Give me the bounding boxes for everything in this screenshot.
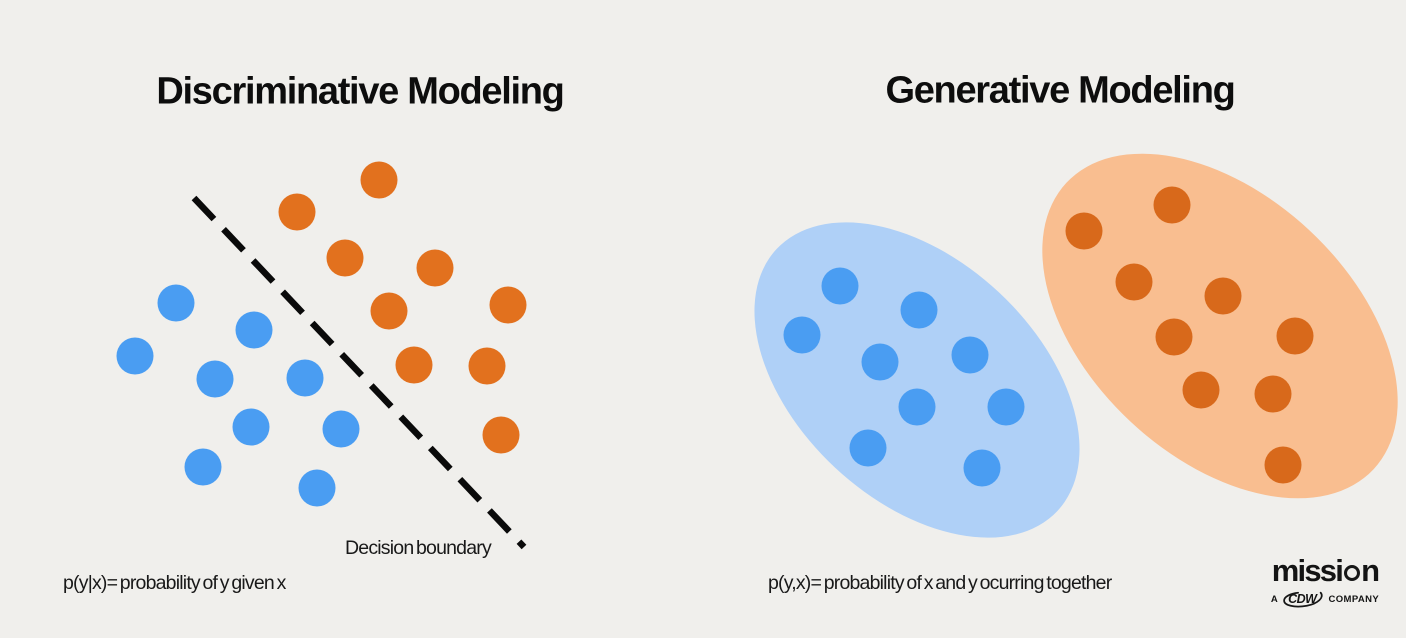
orange-cluster-data-point xyxy=(1155,318,1193,356)
orange-cluster-data-point xyxy=(1264,446,1302,484)
right-panel-title: Generative Modeling xyxy=(885,69,1235,112)
orange-data-point xyxy=(395,346,433,384)
orange-data-point xyxy=(489,286,527,324)
orange-data-point xyxy=(416,249,454,287)
cdw-mark: CDW xyxy=(1283,591,1323,608)
decision-boundary-line xyxy=(191,195,527,550)
decision-boundary-label: Decision boundary xyxy=(345,537,492,559)
blue-cluster-data-point xyxy=(898,388,936,426)
orange-data-point xyxy=(360,161,398,199)
brand-text-post: n xyxy=(1361,553,1380,588)
tagline-a: A xyxy=(1270,593,1279,605)
blue-cluster-data-point xyxy=(900,291,938,329)
blue-data-point xyxy=(235,311,273,349)
orange-cluster-data-point xyxy=(1254,375,1292,413)
orange-cluster-data-point xyxy=(1115,263,1153,301)
orange-cluster-data-point xyxy=(1182,371,1220,409)
cdw-text: CDW xyxy=(1288,591,1317,606)
right-formula-text: p(y,x)= probability of x and y ocurring … xyxy=(768,572,1112,594)
orange-cluster-data-point xyxy=(1065,212,1103,250)
brand-o-ring-icon xyxy=(1343,565,1360,581)
left-formula-text: p(y|x)= probability of y given x xyxy=(63,572,286,594)
brand-text-pre: missi xyxy=(1271,553,1344,588)
blue-cluster-data-point xyxy=(987,388,1025,426)
orange-cluster-data-point xyxy=(1204,277,1242,315)
logo-tagline: A CDW COMPANY xyxy=(1263,591,1387,608)
blue-cluster-data-point xyxy=(821,267,859,305)
orange-data-point xyxy=(278,193,316,231)
cdw-swoosh-icon xyxy=(1283,591,1323,607)
blue-data-point xyxy=(298,469,336,507)
tagline-company: COMPANY xyxy=(1328,593,1380,605)
blue-data-point xyxy=(232,408,270,446)
orange-data-point xyxy=(326,239,364,277)
blue-cluster-data-point xyxy=(783,316,821,354)
blue-data-point xyxy=(322,410,360,448)
orange-cluster-ellipse xyxy=(1042,153,1398,499)
orange-cluster-data-point xyxy=(1153,186,1191,224)
orange-data-point xyxy=(482,416,520,454)
blue-cluster-data-point xyxy=(951,336,989,374)
blue-data-point xyxy=(286,359,324,397)
orange-data-point xyxy=(370,292,408,330)
blue-cluster-data-point xyxy=(849,429,887,467)
orange-cluster-data-point xyxy=(1276,317,1314,355)
blue-cluster-data-point xyxy=(963,449,1001,487)
blue-data-point xyxy=(196,360,234,398)
blue-data-point xyxy=(157,284,195,322)
orange-data-point xyxy=(468,347,506,385)
blue-data-point xyxy=(184,448,222,486)
blue-cluster-data-point xyxy=(861,343,899,381)
blue-data-point xyxy=(116,337,154,375)
left-panel-title: Discriminative Modeling xyxy=(156,70,565,113)
